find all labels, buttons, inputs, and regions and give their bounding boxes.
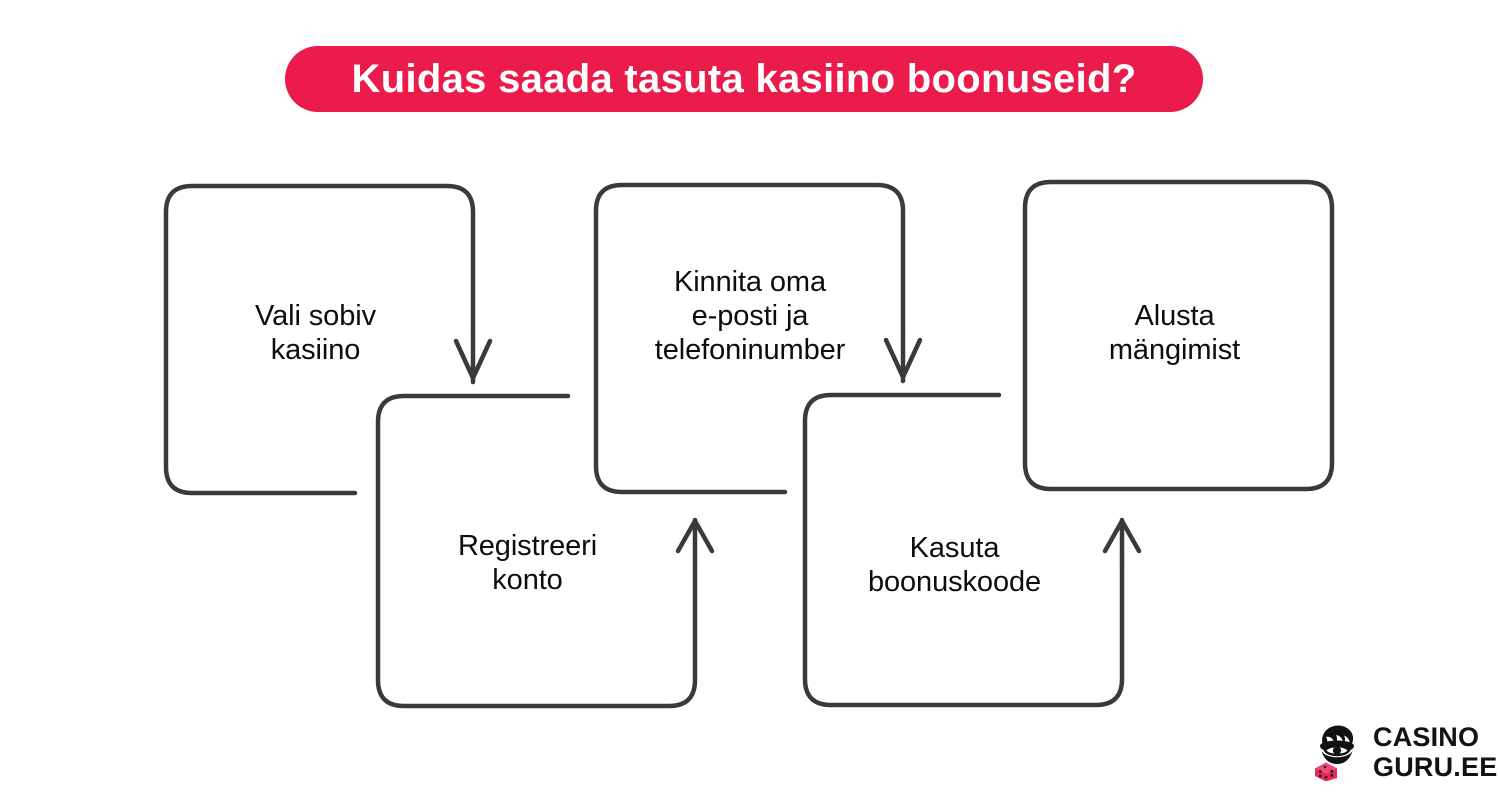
- logo-line-casino: CASINO: [1373, 721, 1480, 752]
- step-1-label: Vali sobiv kasiino: [255, 300, 376, 366]
- connector-4-arrowhead: [1102, 518, 1142, 554]
- dice-icon: [1315, 762, 1337, 782]
- logo-line-guru: GURU.EE: [1373, 751, 1498, 782]
- logo-wordmark: CASINO GURU.EE: [1373, 721, 1498, 782]
- step-5-label: Alusta mängimist: [1108, 300, 1241, 366]
- connector-2-arrowhead: [675, 518, 715, 554]
- connector-1-arrowhead: [453, 338, 493, 381]
- step-2-box: [375, 393, 698, 709]
- step-3-box: [593, 182, 906, 495]
- title-banner: Kuidas saada tasuta kasiino boonuseid?: [285, 46, 1203, 112]
- connector-3-arrowhead: [883, 337, 923, 380]
- page-title: Kuidas saada tasuta kasiino boonuseid?: [351, 57, 1137, 101]
- step-5-box: [1022, 179, 1335, 492]
- step-3-label: Kinnita oma e-posti ja telefoninumber: [654, 266, 846, 366]
- step-2-label: Registreeri konto: [457, 530, 598, 596]
- step-1-box: [163, 183, 476, 496]
- casino-guru-logo: CASINO GURU.EE: [1312, 721, 1497, 783]
- guru-head-icon: [1312, 723, 1366, 782]
- guru-head-svg: [1315, 725, 1354, 782]
- step-4-box: [802, 392, 1125, 708]
- step-4-label: Kasuta boonuskoode: [867, 532, 1042, 598]
